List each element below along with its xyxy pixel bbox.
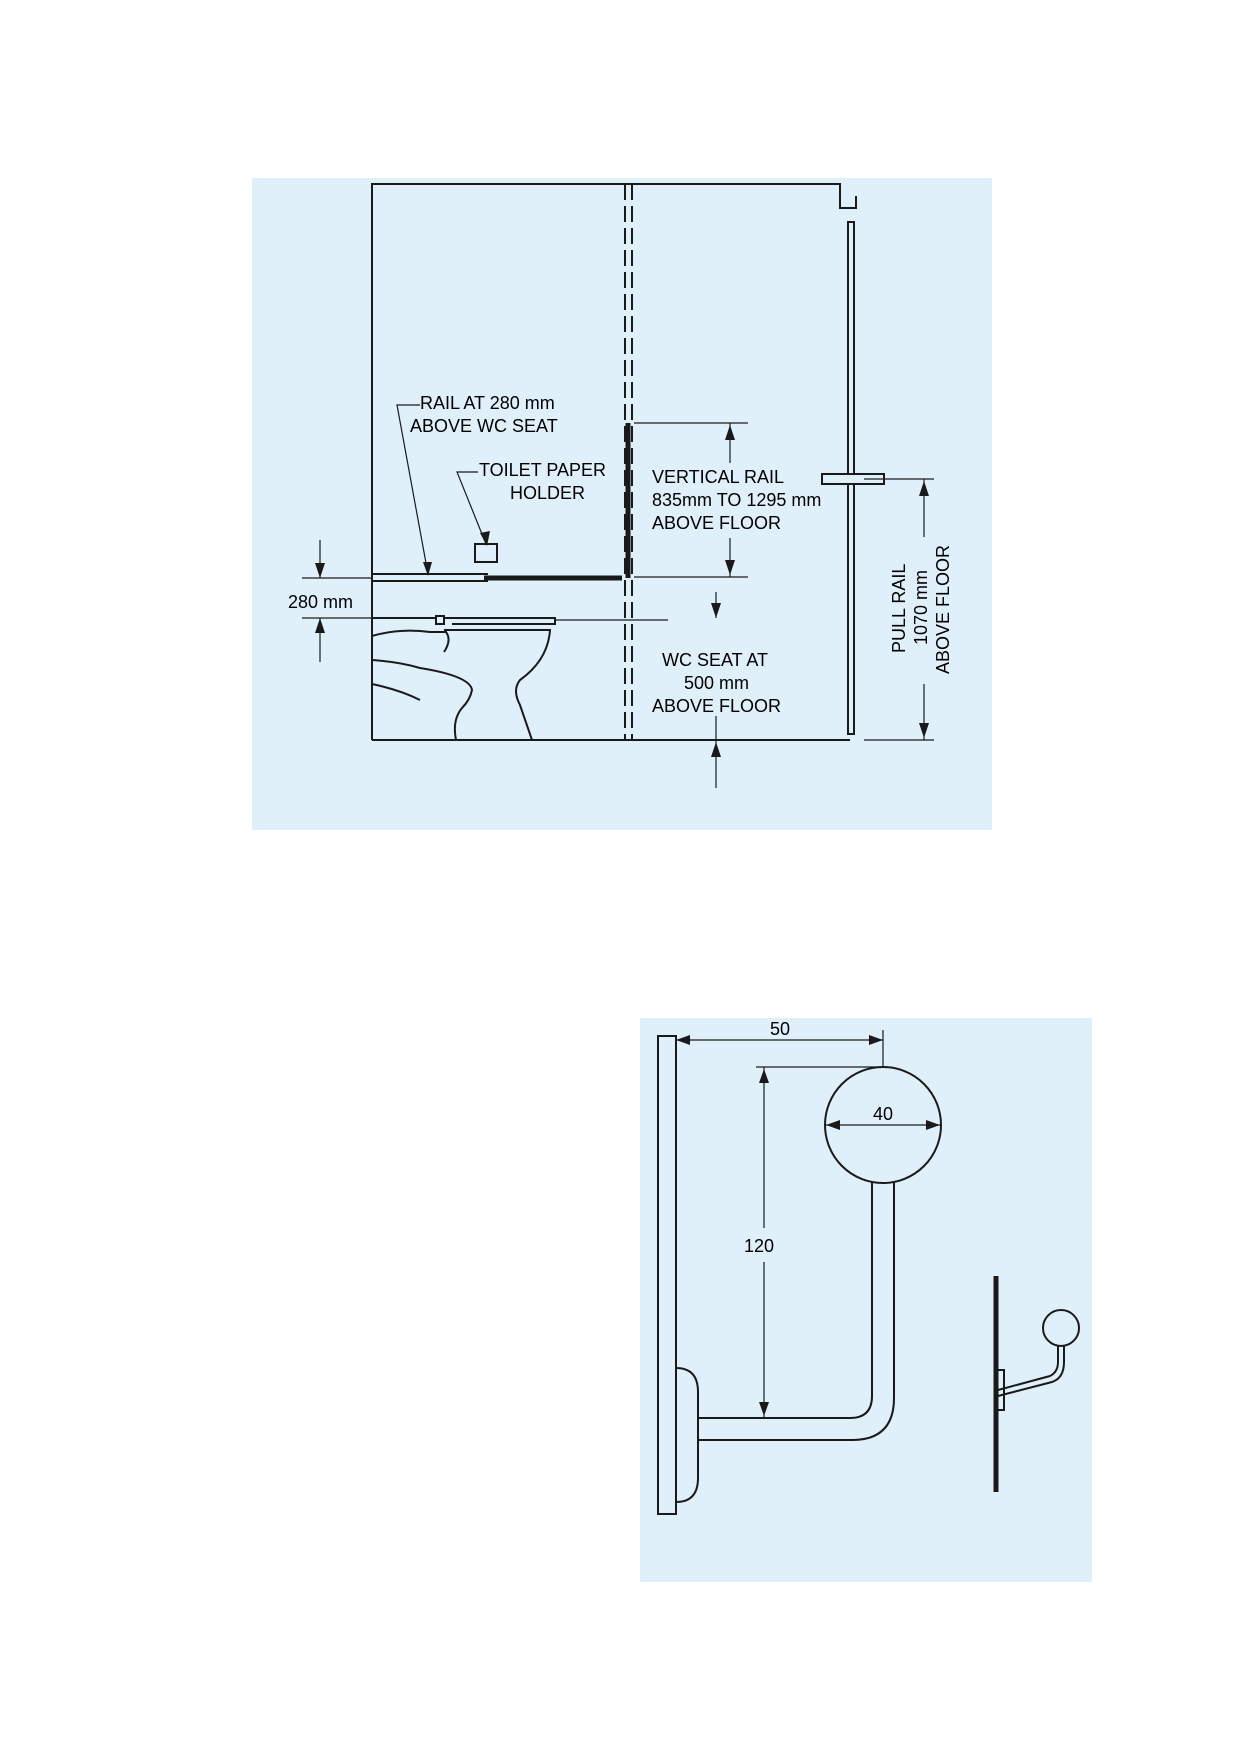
wc-pan: [371, 629, 552, 741]
leader-lines: [396, 404, 490, 576]
rail-side-elevation: [993, 1276, 1080, 1492]
dimension-280-label: 280 mm: [288, 592, 353, 612]
dimension-280: [302, 540, 372, 662]
wc-seat-label-line1: WC SEAT AT: [662, 650, 768, 670]
dimension-120: [756, 1066, 883, 1418]
pull-rail-label-line2: 1070 mm: [911, 570, 931, 645]
dimension-50-label: 50: [770, 1019, 790, 1039]
wall-backplate: [657, 1035, 699, 1515]
rail-section: [824, 1066, 942, 1184]
dimension-40-label: 40: [873, 1104, 893, 1124]
paper-holder-label-line2: HOLDER: [510, 483, 585, 503]
wc-seat-dimension: [711, 592, 721, 788]
centre-line: [624, 184, 633, 740]
dimension-120-label: 120: [744, 1236, 774, 1256]
vertical-rail-label-line2: 835mm TO 1295 mm: [652, 490, 821, 510]
wc-seat: [372, 615, 668, 625]
pull-rail-dimension: [864, 478, 934, 741]
rail-label-line2: ABOVE WC SEAT: [410, 416, 558, 436]
wc-seat-label-line3: ABOVE FLOOR: [652, 696, 781, 716]
wc-elevation-panel: [252, 178, 992, 830]
paper-holder-label-line1: TOILET PAPER: [479, 460, 606, 480]
rail-bracket: [698, 1172, 895, 1441]
dimension-50: [676, 1030, 884, 1067]
pull-rail-label-line3: ABOVE FLOOR: [933, 545, 953, 674]
vertical-rail-dimension: [634, 422, 748, 578]
wc-seat-label-line2: 500 mm: [684, 673, 749, 693]
rail-label-line1: RAIL AT 280 mm: [420, 393, 555, 413]
vertical-rail-label-line3: ABOVE FLOOR: [652, 513, 781, 533]
wc-room-outline: [371, 183, 857, 741]
horizontal-grab-rail: [372, 573, 622, 582]
vertical-rail-label-line1: VERTICAL RAIL: [652, 467, 784, 487]
pull-rail-label-line1: PULL RAIL: [889, 564, 909, 653]
